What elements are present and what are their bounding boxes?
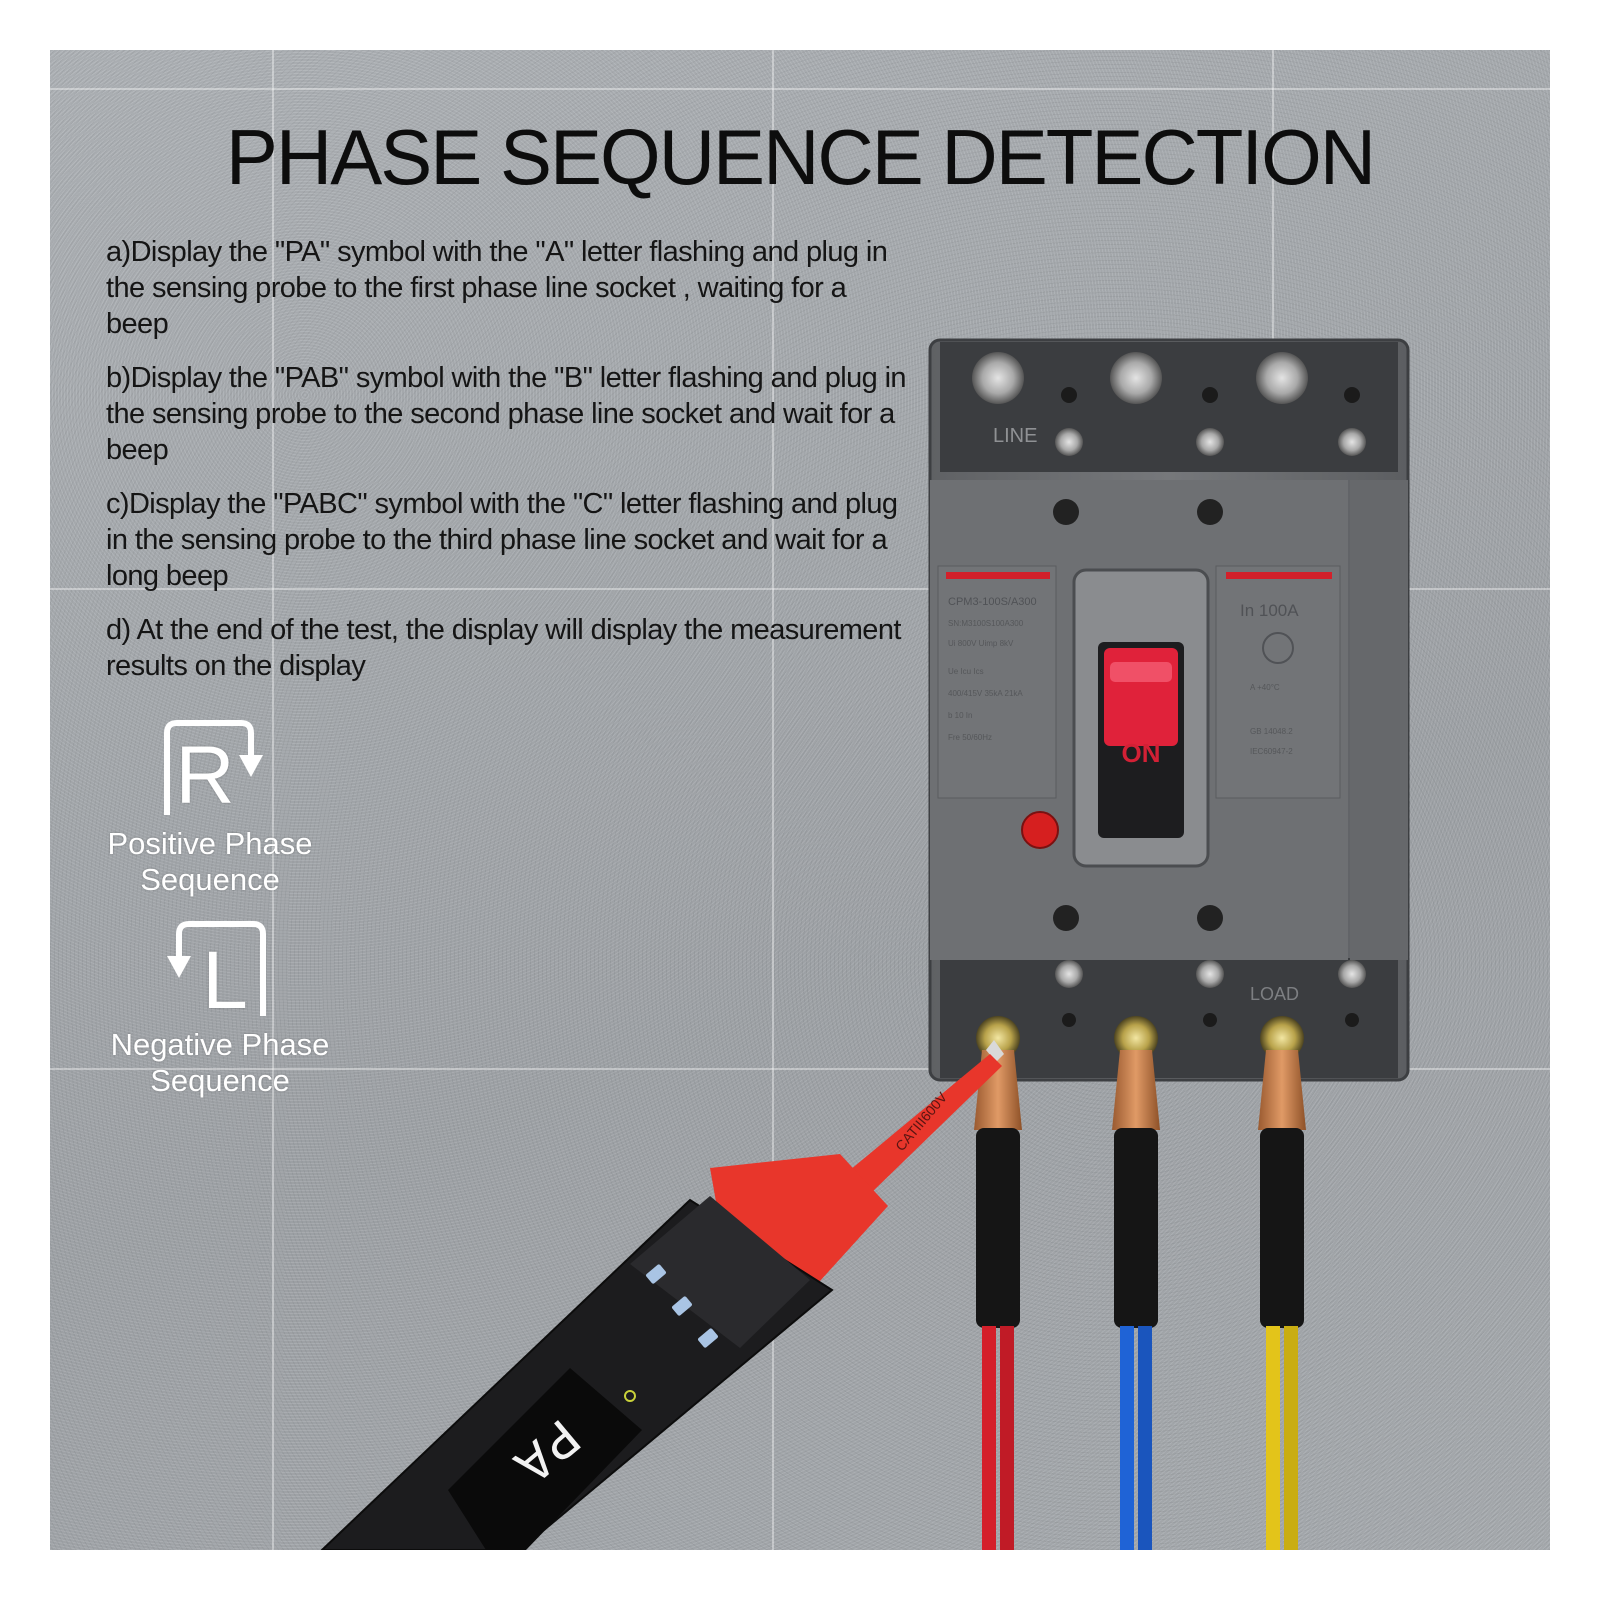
model-label: CPM3-100S/A300 <box>948 596 1037 608</box>
negative-letter: L <box>202 935 248 1021</box>
cable-blue <box>1112 1050 1160 1550</box>
negative-label-line1: Negative Phase <box>110 1027 330 1062</box>
on-label: ON <box>1122 738 1161 768</box>
page-title: PHASE SEQUENCE DETECTION <box>225 113 1376 201</box>
negative-phase-sequence: L Negative Phase Sequence <box>90 916 350 1099</box>
negative-label-line2: Sequence <box>150 1063 290 1098</box>
power-icon <box>624 1390 636 1402</box>
spec-line: Ui 800V Uimp 8kV <box>948 639 1014 648</box>
tile-line <box>772 50 774 1550</box>
spec-line: GB 14048.2 <box>1250 727 1293 736</box>
rating-label: In 100A <box>1240 601 1299 620</box>
tester-button <box>672 1296 692 1316</box>
spec-line: Fre 50/60Hz <box>948 733 992 742</box>
step-d: d) At the end of the test, the display w… <box>106 614 901 682</box>
load-label: LOAD <box>1250 984 1299 1004</box>
ccc-mark-icon <box>1262 632 1294 664</box>
tile-line <box>272 50 274 1550</box>
phase-tester-pen: PA CATIII600V <box>320 1040 1004 1550</box>
spec-line: 400/415V 35kA 21kA <box>948 689 1023 698</box>
positive-letter: R <box>175 730 234 820</box>
test-button-icon <box>1021 811 1059 849</box>
instruction-list: a)Display the "PA" symbol with the "A" l… <box>106 234 907 702</box>
terminal-screw <box>1110 352 1162 404</box>
line-label: LINE <box>993 425 1037 447</box>
background-panel: PHASE SEQUENCE DETECTION a)Display the "… <box>50 50 1550 1550</box>
tester-button <box>698 1328 718 1348</box>
test-probe <box>850 1054 1002 1194</box>
positive-label-line1: Positive Phase <box>107 826 313 861</box>
step-a: a)Display the "PA" symbol with the "A" l… <box>106 236 888 340</box>
cable-yellow <box>1258 1050 1306 1550</box>
circuit-breaker: LINE CPM3-100S/A300 SN:M3100S100A300 Ui … <box>928 338 1410 1082</box>
spec-line: A +40°C <box>1250 683 1280 692</box>
tile-line <box>50 1068 1550 1070</box>
spec-line: IEC60947-2 <box>1250 747 1293 756</box>
terminal-screw <box>1256 352 1308 404</box>
counterclockwise-arrow-icon: L <box>167 921 266 1021</box>
positive-label: Positive Phase Sequence <box>90 826 330 898</box>
breaker-illustration: LINE CPM3-100S/A300 SN:M3100S100A300 Ui … <box>320 338 1410 1550</box>
positive-phase-sequence: R Positive Phase Sequence <box>90 715 330 898</box>
step-b: b)Display the "PAB" symbol with the "B" … <box>106 362 907 466</box>
spec-line: b 10 In <box>948 711 972 720</box>
tester-button <box>646 1264 666 1284</box>
negative-label: Negative Phase Sequence <box>90 1027 350 1099</box>
spec-line: SN:M3100S100A300 <box>948 619 1024 628</box>
clockwise-arrow-icon: R <box>164 720 263 820</box>
step-c: c)Display the "PABC" symbol with the "C"… <box>106 488 898 592</box>
positive-label-line2: Sequence <box>140 862 280 897</box>
spec-line: Ue Icu Ics <box>948 667 984 676</box>
tile-line <box>50 588 1550 590</box>
cable-red <box>974 1050 1022 1550</box>
tile-line <box>50 88 1550 90</box>
tester-display <box>448 1368 642 1550</box>
terminal-screw <box>972 352 1024 404</box>
